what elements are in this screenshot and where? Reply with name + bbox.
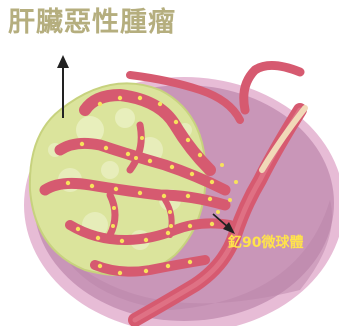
diagram-title: 肝臟惡性腫瘤 xyxy=(8,6,176,40)
microsphere-label: 釔90微球體 xyxy=(228,234,303,252)
tumor-mass xyxy=(30,83,206,275)
